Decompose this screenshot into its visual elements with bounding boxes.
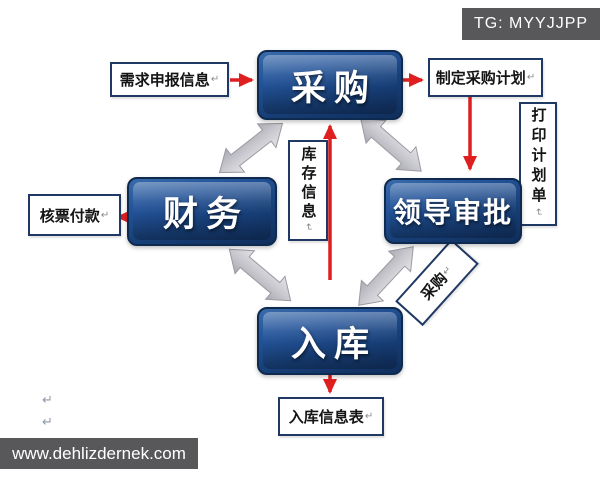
node-procurement-label: 采购: [290, 67, 377, 109]
label-stock-info: 库存信息↵: [288, 140, 328, 241]
node-warehouse-in: 入库: [257, 307, 403, 375]
label-demand-declaration-text: 需求申报信息: [119, 72, 210, 89]
node-finance-label: 财务: [162, 194, 249, 235]
paragraph-return-mark: ↵: [100, 209, 110, 221]
label-warehouse-in-form: 入库信息表↵: [278, 397, 384, 436]
paragraph-return-mark: ↵: [42, 414, 53, 429]
watermark-site-bar: www.dehlizdernek.com: [0, 438, 198, 469]
node-warehouse-in-label: 入库: [290, 323, 377, 365]
paragraph-return-mark: ↵: [364, 411, 374, 422]
label-stock-info-text: 库存信息: [299, 145, 317, 222]
node-finance: 财务: [127, 177, 277, 246]
label-verify-ticket-pay: 核票付款↵: [28, 194, 121, 236]
watermark-tg-text: TG: MYYJJPP: [473, 15, 589, 32]
paragraph-return-mark: ↵: [210, 74, 220, 85]
paragraph-return-mark: ↵: [42, 392, 53, 407]
node-procurement: 采购: [257, 50, 403, 120]
paragraph-return-mark: ↵: [302, 222, 314, 236]
watermark-tg-bar: TG: MYYJJPP: [462, 8, 600, 40]
label-make-purchase-plan-text: 制定采购计划: [435, 70, 526, 87]
label-demand-declaration: 需求申报信息↵: [110, 62, 229, 97]
watermark-site-text: www.dehlizdernek.com: [12, 443, 186, 463]
label-print-plan-sheet: 打印计划单↵: [519, 102, 557, 226]
node-leader-approval-label: 领导审批: [392, 196, 513, 229]
label-make-purchase-plan: 制定采购计划↵: [428, 58, 543, 97]
label-print-plan-sheet-text: 打印计划单: [529, 106, 547, 207]
label-verify-ticket-pay-text: 核票付款: [39, 207, 100, 225]
paragraph-return-mark: ↵: [526, 72, 536, 83]
gray-arrow-procurement-finance: [209, 111, 293, 185]
label-warehouse-in-form-text: 入库信息表: [288, 409, 364, 426]
node-leader-approval: 领导审批: [384, 178, 522, 244]
gray-arrow-finance-warehouse: [219, 237, 301, 313]
paragraph-return-mark: ↵: [532, 207, 544, 222]
